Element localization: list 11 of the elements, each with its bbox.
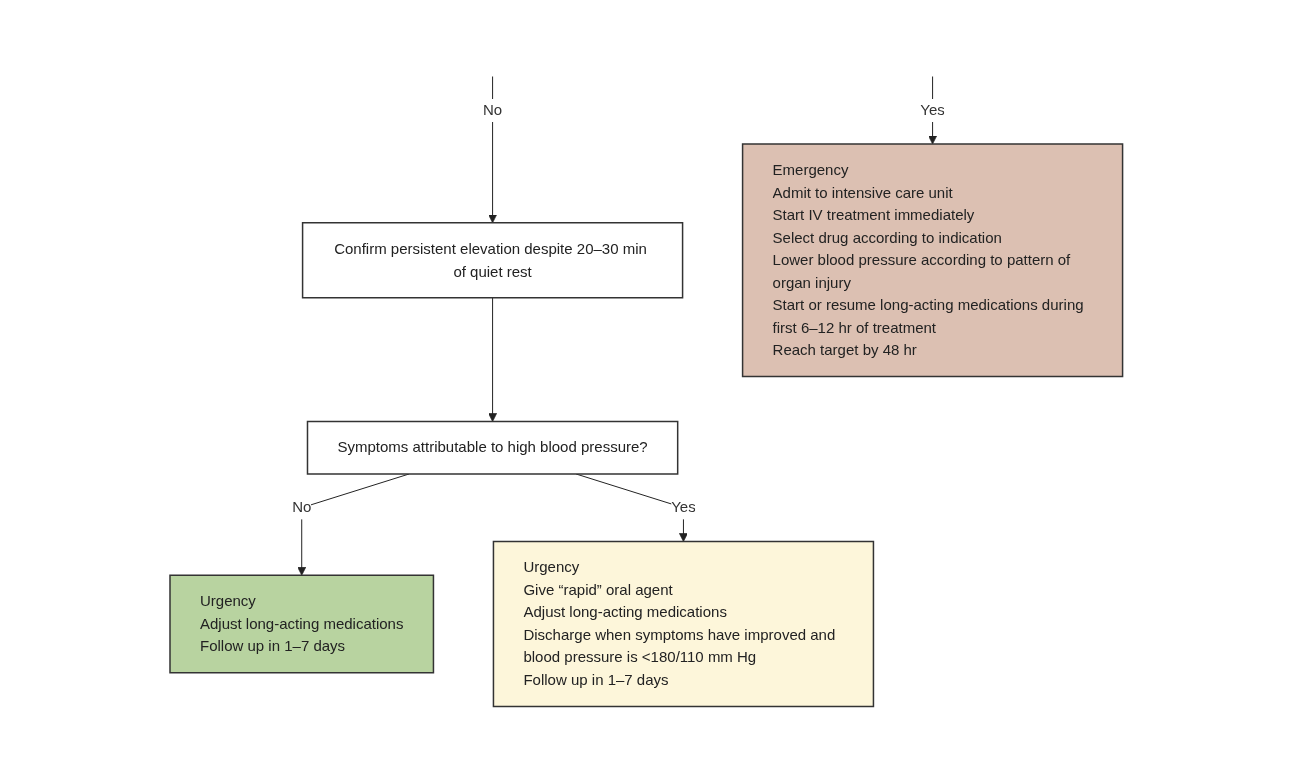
edge-label: Yes [920,101,946,118]
edge-label: Yes [671,498,696,516]
edge-label: No [483,101,503,118]
node-box: Urgency Adjust long-acting medications Follow up in 1–7 days [169,574,435,674]
edge-label: No [292,498,312,516]
arrow [488,76,498,224]
node-box: Symptoms attributable to high blood pressure? [306,420,679,475]
node-box: Urgency Give “rapid” oral agent Adjust long-acting medications Discharge when symptoms have improved and blood pressure is <180/110 mm Hg Follow up in 1–7 days [492,540,875,708]
node-box: Emergency Admit to intensive care unit Start IV treatment immediately Select drug according to indication Lower blood pressure according to pattern of organ injury Start or resume long-acting medications during first 6–12 hr of treatment Reach target by 48 hr [742,143,1124,378]
node-box: Confirm persistent elevation despite 20–30 min of quiet rest [302,222,684,299]
arrow [488,297,498,422]
